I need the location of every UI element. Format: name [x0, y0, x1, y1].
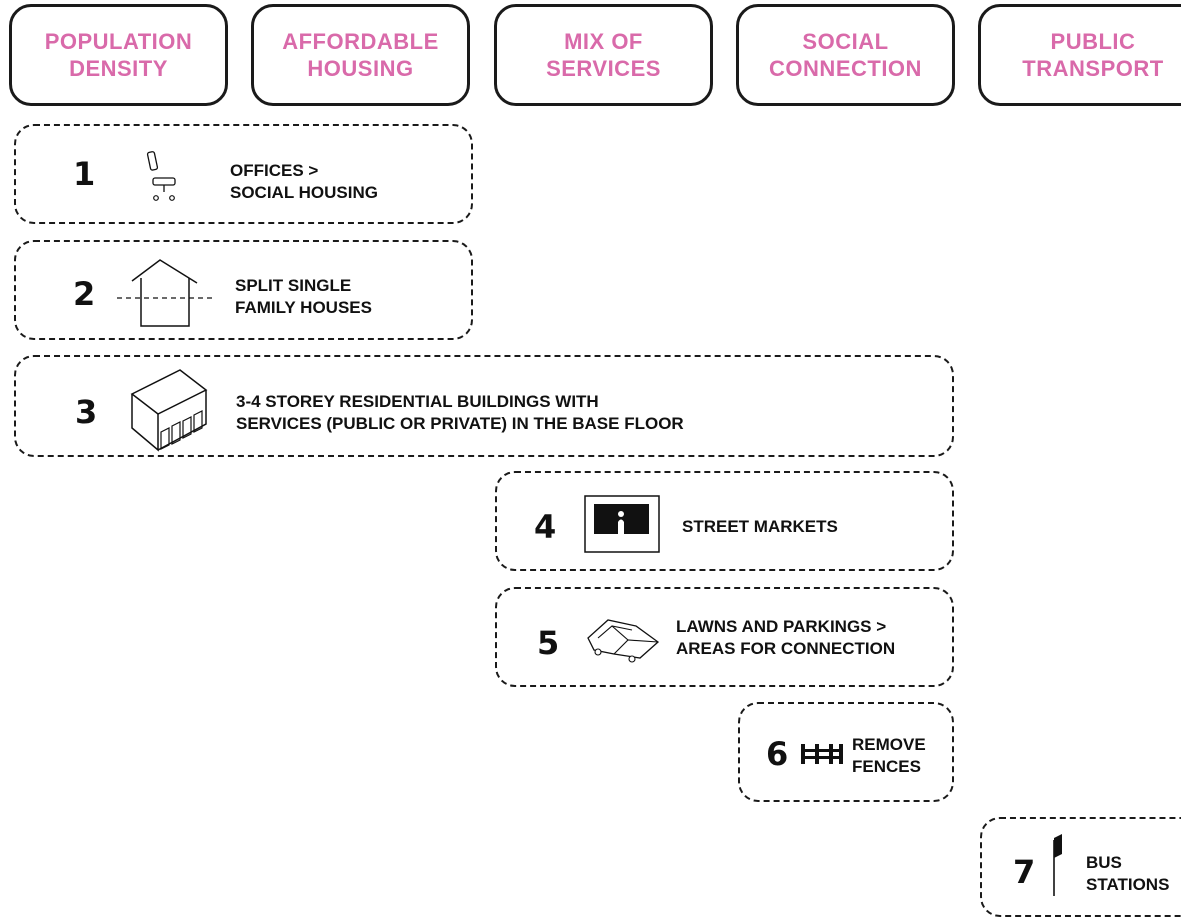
strategy-1-label: OFFICES > SOCIAL HOUSING	[230, 161, 378, 202]
strategy-2-label: SPLIT SINGLE FAMILY HOUSES	[235, 276, 372, 317]
car-icon	[587, 619, 660, 663]
header-population-density: POPULATION DENSITY	[9, 4, 228, 106]
strategy-4-box	[495, 471, 954, 571]
header-affordable-housing: AFFORDABLE HOUSING	[251, 4, 470, 106]
strategy-3-label: 3-4 STOREY RESIDENTIAL BUILDINGS WITH SE…	[236, 392, 684, 433]
strategy-5-box	[495, 587, 954, 687]
strategy-6-label: REMOVE FENCES	[852, 735, 926, 776]
strategy-1-number: 1	[73, 155, 96, 193]
strategy-4-label: STREET MARKETS	[682, 517, 838, 536]
strategy-7-label: BUS STATIONS	[1086, 853, 1170, 894]
header-social-connection: SOCIAL CONNECTION	[736, 4, 955, 106]
fence-icon	[801, 744, 843, 764]
strategy-5-label: LAWNS AND PARKINGS > AREAS FOR CONNECTIO…	[676, 617, 896, 658]
strategy-6-number: 6	[766, 735, 789, 773]
bus-stop-sign-icon	[1053, 834, 1062, 896]
strategy-1-box	[14, 124, 473, 224]
strategy-2-box	[14, 240, 473, 340]
strategy-3-number: 3	[75, 393, 98, 431]
market-stall-icon	[584, 495, 660, 553]
split-house-icon	[117, 259, 213, 327]
office-chair-icon	[146, 151, 176, 201]
strategy-4-number: 4	[534, 508, 557, 546]
header-public-transport: PUBLIC TRANSPORT	[978, 4, 1181, 106]
header-mix-of-services: MIX OF SERVICES	[494, 4, 713, 106]
mixed-use-building-icon	[130, 369, 208, 452]
strategy-7-box	[980, 817, 1181, 917]
strategy-5-number: 5	[537, 624, 560, 662]
strategy-3-box	[14, 355, 954, 457]
strategy-7-number: 7	[1013, 853, 1036, 891]
strategy-2-number: 2	[73, 275, 96, 313]
strategy-6-box	[738, 702, 954, 802]
